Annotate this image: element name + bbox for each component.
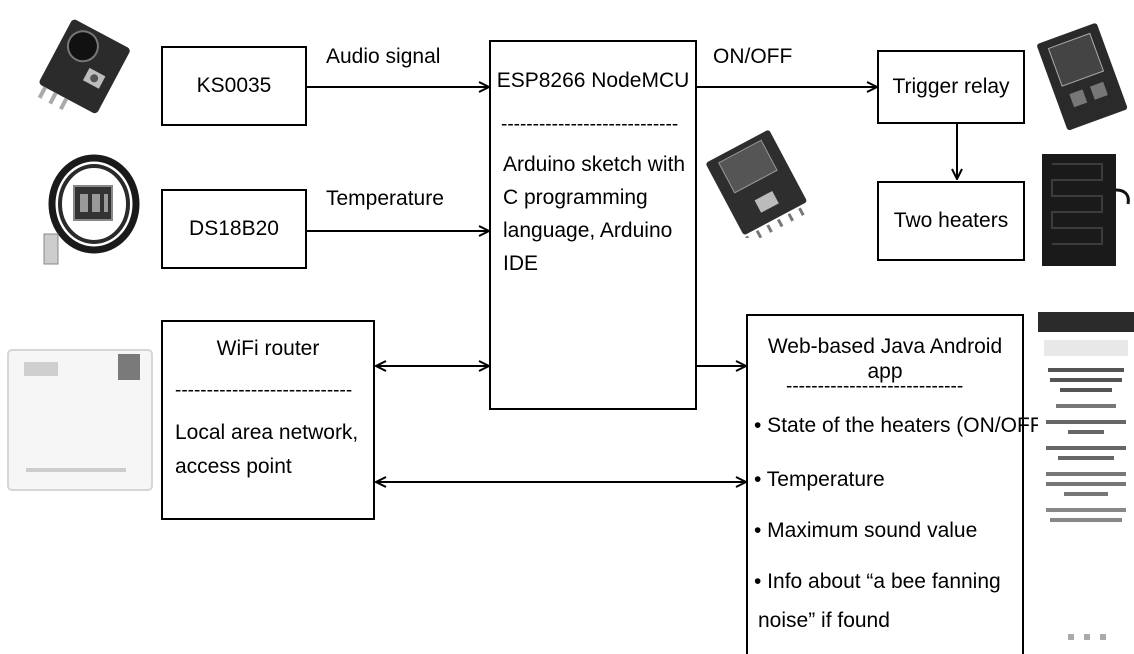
relay-module-icon <box>1037 23 1128 131</box>
node-ks0035: KS0035 <box>161 46 307 126</box>
node-android-app-separator: ---------------------------- <box>786 376 964 397</box>
node-esp8266-body: Arduino sketch with C programming langua… <box>503 148 685 280</box>
node-android-app: Web-based Java Android app -------------… <box>746 314 1050 654</box>
app-item: • Info about “a bee fanning <box>754 570 1001 593</box>
esp-body-line: IDE <box>503 252 539 275</box>
temperature-probe-icon <box>43 154 140 265</box>
node-two-heaters: Two heaters <box>877 181 1025 261</box>
node-wifi-router-body: Local area network, access point <box>175 416 358 484</box>
router-icon <box>7 349 153 491</box>
edge-label-onoff: ON/OFF <box>713 45 793 68</box>
esp-body-line: Arduino sketch with <box>503 153 686 176</box>
phone-screenshot-icon <box>1038 312 1134 646</box>
node-esp8266: ESP8266 NodeMCU ------------------------… <box>489 40 697 410</box>
esp-body-line: C programming <box>503 186 648 209</box>
nodemcu-board-icon <box>706 130 807 238</box>
node-wifi-router-separator: ---------------------------- <box>175 380 353 401</box>
node-android-app-title: Web-based Java Android app <box>767 335 1003 384</box>
node-esp8266-title: ESP8266 NodeMCU <box>496 69 690 92</box>
node-ds18b20: DS18B20 <box>161 189 307 269</box>
microphone-sensor-icon <box>37 19 130 114</box>
heater-pad-icon <box>1042 154 1130 266</box>
node-two-heaters-label: Two heaters <box>893 209 1009 232</box>
app-item: • Maximum sound value <box>754 519 978 542</box>
edge-label-temperature: Temperature <box>326 187 444 210</box>
app-item: noise” if found <box>758 609 890 632</box>
esp-body-line: language, Arduino <box>503 219 673 242</box>
wifi-body-line: Local area network, <box>175 421 359 444</box>
wifi-body-line: access point <box>175 455 292 478</box>
node-wifi-router: WiFi router ----------------------------… <box>161 320 375 520</box>
edge-label-audio: Audio signal <box>326 45 441 68</box>
node-ks0035-label: KS0035 <box>196 74 272 97</box>
node-trigger-relay-label: Trigger relay <box>892 75 1010 98</box>
app-item: • State of the heaters (ON/OFF) <box>754 414 1050 437</box>
node-wifi-router-title: WiFi router <box>216 337 320 360</box>
node-esp8266-separator: ---------------------------- <box>501 114 679 135</box>
app-item: • Temperature <box>754 468 885 491</box>
node-trigger-relay: Trigger relay <box>877 50 1025 124</box>
node-ds18b20-label: DS18B20 <box>189 217 279 240</box>
